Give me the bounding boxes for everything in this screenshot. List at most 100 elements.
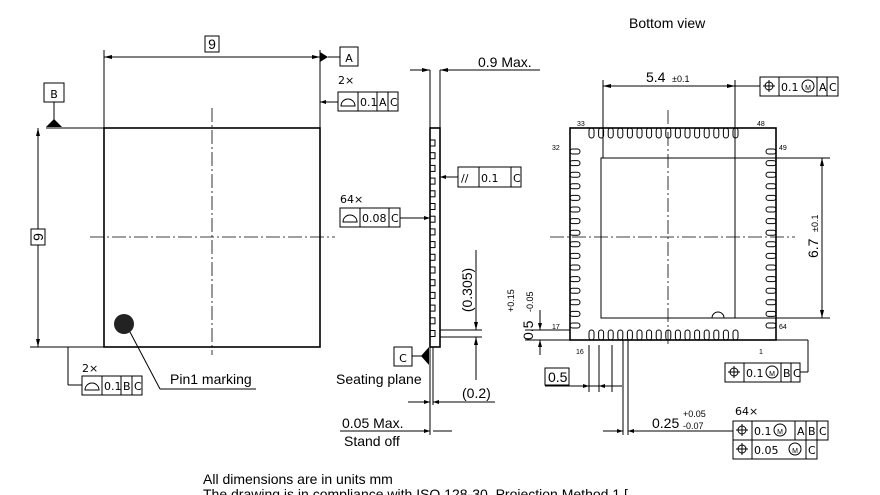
lead-pad <box>429 228 436 236</box>
lead-pad <box>765 148 777 155</box>
top-view: 9 A B 9 2× 0.1 A C 2× <box>30 35 399 396</box>
pitch-dimension: 0.5 <box>548 369 568 385</box>
lead-pad <box>429 304 436 312</box>
svg-text:B: B <box>808 425 816 438</box>
svg-text:C: C <box>391 212 399 225</box>
lead-ref-dimension: (0.2) <box>462 385 491 401</box>
lead-pad <box>655 329 662 341</box>
lead-pad <box>655 127 662 139</box>
svg-text:0.1: 0.1 <box>104 380 122 393</box>
profile-surface-icon <box>342 214 358 223</box>
lead-pad <box>429 190 436 198</box>
svg-text:A: A <box>379 96 387 109</box>
lead-pad <box>429 203 436 210</box>
lead-pad <box>429 152 436 160</box>
lead-pad <box>569 322 581 329</box>
lead-pad <box>429 177 436 185</box>
datum-a: A <box>345 52 353 65</box>
pin1-label: Pin1 marking <box>170 371 252 387</box>
lead-pad <box>636 329 643 341</box>
parallelism-icon: // <box>461 172 469 185</box>
lead-pad <box>722 127 729 139</box>
svg-text:0.1: 0.1 <box>781 81 799 94</box>
bottom-view: Bottom view 5.4 ±0.1 0.1 M A C <box>506 15 839 460</box>
lead-tol-count: 64× <box>735 405 758 418</box>
svg-text:C: C <box>829 81 837 94</box>
standoff-value: 0.05 Max. <box>342 415 403 431</box>
lead-pad <box>765 299 777 306</box>
tol-bottom-frame: 0.1 B C <box>81 375 143 396</box>
lead-pad <box>765 310 777 317</box>
pad-width-tolerance: ±0.1 <box>672 74 689 84</box>
lead-pad <box>694 127 701 139</box>
lead-pad <box>722 329 729 341</box>
lead-pad <box>569 148 581 155</box>
lead-pad <box>569 264 581 271</box>
lead-width-minus: -0.07 <box>683 421 704 431</box>
thickness-dimension: 0.9 Max. <box>478 54 532 70</box>
lead-pad <box>765 287 777 294</box>
pin-number: 33 <box>577 121 585 128</box>
svg-text:C: C <box>808 444 816 457</box>
lead-pad <box>569 183 581 190</box>
lead-pad <box>765 229 777 236</box>
lead-pad <box>636 127 643 139</box>
svg-text:C: C <box>134 380 142 393</box>
pad-position-frame: 0.1 M A C <box>759 76 839 97</box>
svg-text:C: C <box>793 367 801 380</box>
lead-length-minus: -0.05 <box>525 291 535 312</box>
lead-pad <box>684 329 691 341</box>
bottom-view-title: Bottom view <box>629 15 706 31</box>
lead-pad <box>732 329 739 341</box>
tol-top-count: 2× <box>338 74 354 87</box>
lead-pad <box>588 329 595 341</box>
datum-b: B <box>50 88 58 101</box>
pin-number: 48 <box>757 121 765 128</box>
lead-pad <box>569 287 581 294</box>
svg-text:C: C <box>513 172 521 185</box>
svg-text:A: A <box>797 425 805 438</box>
lead-pad <box>569 252 581 259</box>
pin-number: 49 <box>779 145 787 152</box>
lead-pad <box>429 317 436 325</box>
pad-width-dimension: 5.4 <box>646 69 666 85</box>
lead-pad <box>429 253 436 261</box>
lead-pad <box>569 310 581 317</box>
lead-pad <box>569 206 581 213</box>
lead-pad <box>429 330 436 337</box>
lead-pad <box>617 329 624 341</box>
lead-pad <box>429 164 436 172</box>
tol-bottom-count: 2× <box>82 362 98 375</box>
side-profile <box>429 127 441 348</box>
parallelism-frame: // 0.1 C <box>457 166 522 188</box>
lead-pad <box>765 322 777 329</box>
svg-text:M: M <box>805 85 811 92</box>
lead-pad <box>626 127 633 139</box>
lead-pad <box>674 329 681 341</box>
lead-pad <box>765 241 777 248</box>
lead-pad <box>713 127 720 139</box>
pitch-ref-dimension: (0.305) <box>459 268 475 312</box>
coplanarity-count: 64× <box>340 193 363 206</box>
profile-surface-icon <box>84 382 100 391</box>
pin1-marking-dot <box>114 314 134 334</box>
standoff-label: Stand off <box>344 433 400 449</box>
lead-pad <box>569 276 581 283</box>
svg-text:0.1: 0.1 <box>746 367 764 380</box>
lead-pad <box>429 291 436 299</box>
lead-pad <box>607 329 614 341</box>
lead-pad <box>765 183 777 190</box>
pin-number: 32 <box>552 145 560 152</box>
lead-length-dimension: 0.5 <box>520 320 536 340</box>
lead-pad <box>429 215 436 223</box>
lead-pad <box>713 329 720 341</box>
lead-pad <box>646 329 653 341</box>
svg-text:C: C <box>819 425 827 438</box>
svg-text:B: B <box>123 380 131 393</box>
lead-pad <box>598 329 605 341</box>
lead-pad <box>765 171 777 178</box>
pad-height-tolerance: ±0.1 <box>810 215 820 232</box>
lead-pad <box>646 127 653 139</box>
lead-pad <box>429 266 436 274</box>
